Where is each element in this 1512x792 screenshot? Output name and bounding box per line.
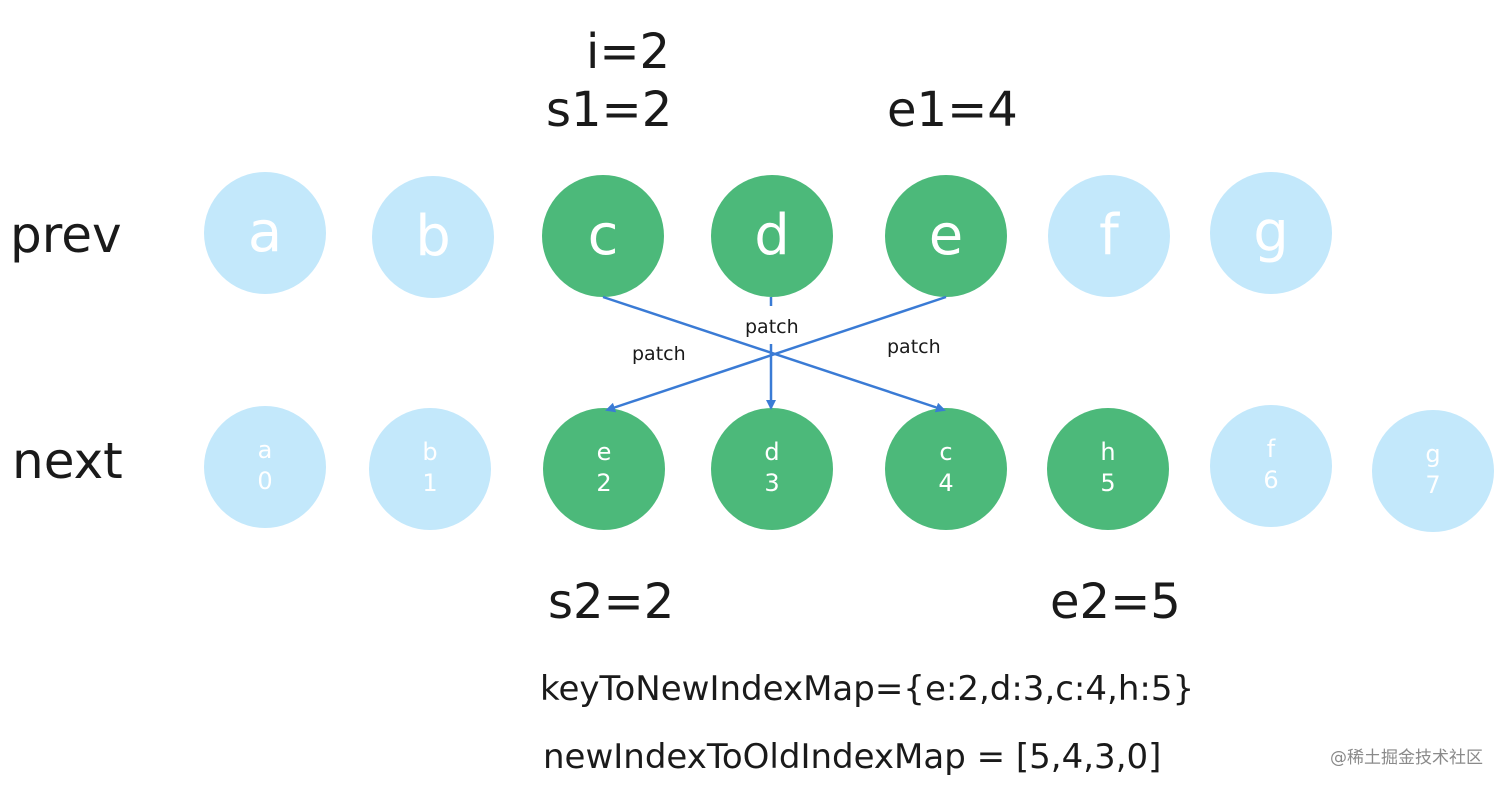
node-key: a [247, 200, 283, 265]
node-key: c [939, 437, 953, 466]
next-node-g: g 7 [1372, 410, 1494, 532]
node-index: 6 [1263, 465, 1279, 494]
new-index-to-old-index-map: newIndexToOldIndexMap = [5,4,3,0] [543, 737, 1162, 777]
pointer-i: i=2 [586, 24, 671, 80]
next-node-b: b 1 [369, 408, 491, 530]
node-key: b [422, 437, 438, 466]
next-node-h: h 5 [1047, 408, 1169, 530]
node-key: c [587, 203, 619, 268]
next-node-c: c 4 [885, 408, 1007, 530]
node-key: g [1253, 200, 1289, 265]
node-key: g [1425, 439, 1441, 468]
prev-node-g: g [1210, 172, 1332, 294]
node-key: f [1099, 203, 1119, 268]
patch-label-left: patch [632, 343, 686, 365]
node-index: 4 [938, 468, 954, 497]
patch-label-right: patch [887, 336, 941, 358]
pointer-s1: s1=2 [546, 82, 673, 138]
key-to-new-index-map: keyToNewIndexMap={e:2,d:3,c:4,h:5} [540, 669, 1195, 709]
prev-node-a: a [204, 172, 326, 294]
prev-node-c: c [542, 175, 664, 297]
next-node-f: f 6 [1210, 405, 1332, 527]
pointer-e1: e1=4 [887, 82, 1018, 138]
node-key: h [1100, 437, 1116, 466]
node-index: 5 [1100, 468, 1116, 497]
next-node-a: a 0 [204, 406, 326, 528]
node-index: 3 [764, 468, 780, 497]
node-index: 0 [257, 466, 273, 495]
pointer-s2: s2=2 [548, 574, 675, 630]
node-index: 1 [422, 468, 438, 497]
node-key: a [257, 435, 273, 464]
node-key: b [415, 204, 451, 269]
prev-node-d: d [711, 175, 833, 297]
next-row-label: next [12, 432, 123, 490]
prev-node-f: f [1048, 175, 1170, 297]
node-index: 2 [596, 468, 612, 497]
pointer-e2: e2=5 [1050, 574, 1181, 630]
node-index: 7 [1425, 470, 1441, 499]
node-key: d [754, 203, 790, 268]
next-node-e: e 2 [543, 408, 665, 530]
node-key: d [764, 437, 780, 466]
node-key: e [928, 203, 964, 268]
prev-node-e: e [885, 175, 1007, 297]
patch-label-middle: patch [745, 316, 799, 338]
node-key: e [596, 437, 612, 466]
next-node-d: d 3 [711, 408, 833, 530]
prev-node-b: b [372, 176, 494, 298]
watermark: @稀土掘金技术社区 [1330, 748, 1483, 768]
node-key: f [1266, 434, 1276, 463]
prev-row-label: prev [10, 206, 122, 264]
